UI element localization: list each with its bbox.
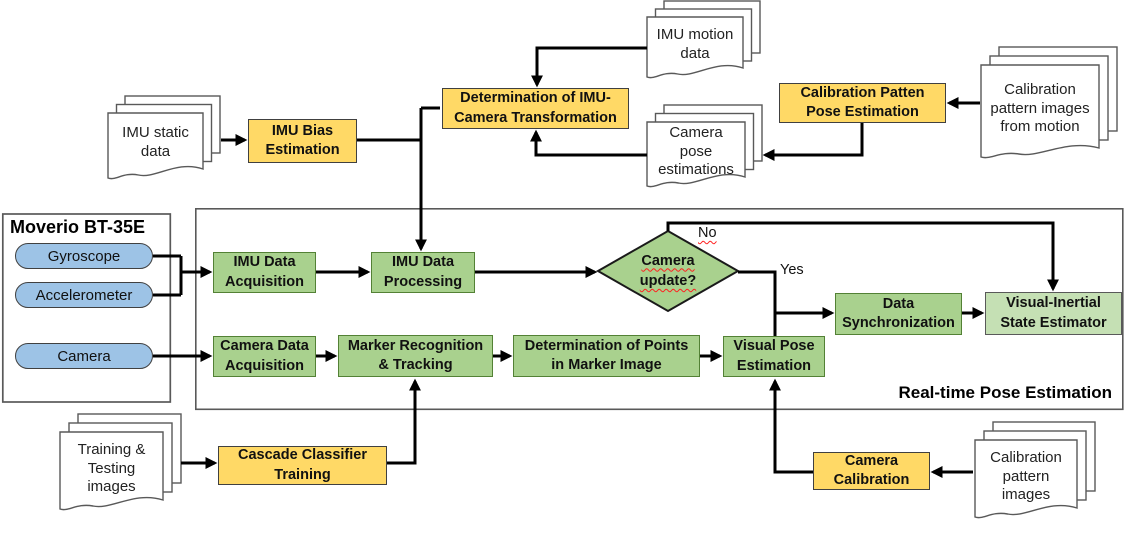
arrow-bias-branch bbox=[357, 106, 440, 249]
imu-data-acquisition-node: IMU Data Acquisition bbox=[213, 252, 316, 293]
visual-inertial-state-estimator-node: Visual-Inertial State Estimator bbox=[985, 292, 1122, 335]
camera-calibration-node: Camera Calibration bbox=[813, 452, 930, 490]
yes-branch-label: Yes bbox=[780, 262, 804, 278]
cascade-classifier-training-node: Cascade Classifier Training bbox=[218, 446, 387, 485]
arrow-imu-sensors-to-acq bbox=[153, 254, 210, 297]
calibration-patten-pose-node: Calibration Patten Pose Estimation bbox=[779, 83, 946, 123]
arrow-camera-pose-to-det bbox=[530, 129, 647, 157]
det-points-marker-image-node: Determination of Points in Marker Image bbox=[513, 335, 700, 377]
training-doc-label: Training & Testing images bbox=[77, 440, 146, 496]
camera-pose-doc-shape bbox=[646, 104, 763, 188]
imu-motion-doc-shape bbox=[646, 0, 761, 79]
calib-images-doc-label: Calibration pattern images bbox=[990, 448, 1062, 504]
visual-pose-estimation-node: Visual Pose Estimation bbox=[723, 336, 825, 377]
connectors bbox=[153, 46, 1059, 478]
camera-pose-doc-label: Camera pose estimations bbox=[658, 123, 734, 179]
arrow-cascade-to-marker bbox=[387, 378, 421, 465]
calib-motion-doc-shape bbox=[980, 46, 1118, 159]
realtime-frame bbox=[195, 208, 1124, 411]
arrow-imu-motion-to-det bbox=[531, 46, 647, 88]
camera-data-acquisition-node: Camera Data Acquisition bbox=[213, 336, 316, 377]
imu-static-doc-label: IMU static data bbox=[122, 124, 189, 160]
camera-update-decision: Camera update? bbox=[598, 245, 738, 297]
camera-update-question: Camera update? bbox=[639, 252, 697, 289]
sensor-accelerometer: Accelerometer bbox=[15, 282, 153, 308]
calib-images-doc-shape bbox=[974, 421, 1096, 519]
moverio-panel-title: Moverio BT-35E bbox=[10, 217, 146, 237]
arrow-no-path bbox=[666, 221, 1059, 292]
det-imu-camera-transformation-node: Determination of IMU- Camera Transformat… bbox=[442, 88, 629, 129]
imu-bias-estimation-node: IMU Bias Estimation bbox=[248, 119, 357, 163]
imu-motion-doc-label: IMU motion data bbox=[656, 26, 734, 62]
sensor-gyroscope: Gyroscope bbox=[15, 243, 153, 269]
calib-motion-doc-label: Calibration pattern images from motion bbox=[990, 80, 1090, 136]
realtime-panel-title: Real-time Pose Estimation bbox=[898, 383, 1112, 402]
arrow-calib-to-visual-pose bbox=[769, 378, 813, 474]
marker-recognition-tracking-node: Marker Recognition & Tracking bbox=[338, 335, 493, 377]
sensor-camera: Camera bbox=[15, 343, 153, 369]
data-synchronization-node: Data Synchronization bbox=[835, 293, 962, 335]
no-branch-label: No bbox=[698, 225, 717, 241]
imu-static-doc-shape bbox=[107, 95, 221, 180]
moverio-frame bbox=[1, 213, 172, 403]
imu-data-processing-node: IMU Data Processing bbox=[371, 252, 475, 293]
line-yes-path bbox=[738, 270, 777, 336]
arrow-patten-to-camera-pose bbox=[762, 123, 864, 161]
training-doc-shape bbox=[59, 413, 182, 511]
